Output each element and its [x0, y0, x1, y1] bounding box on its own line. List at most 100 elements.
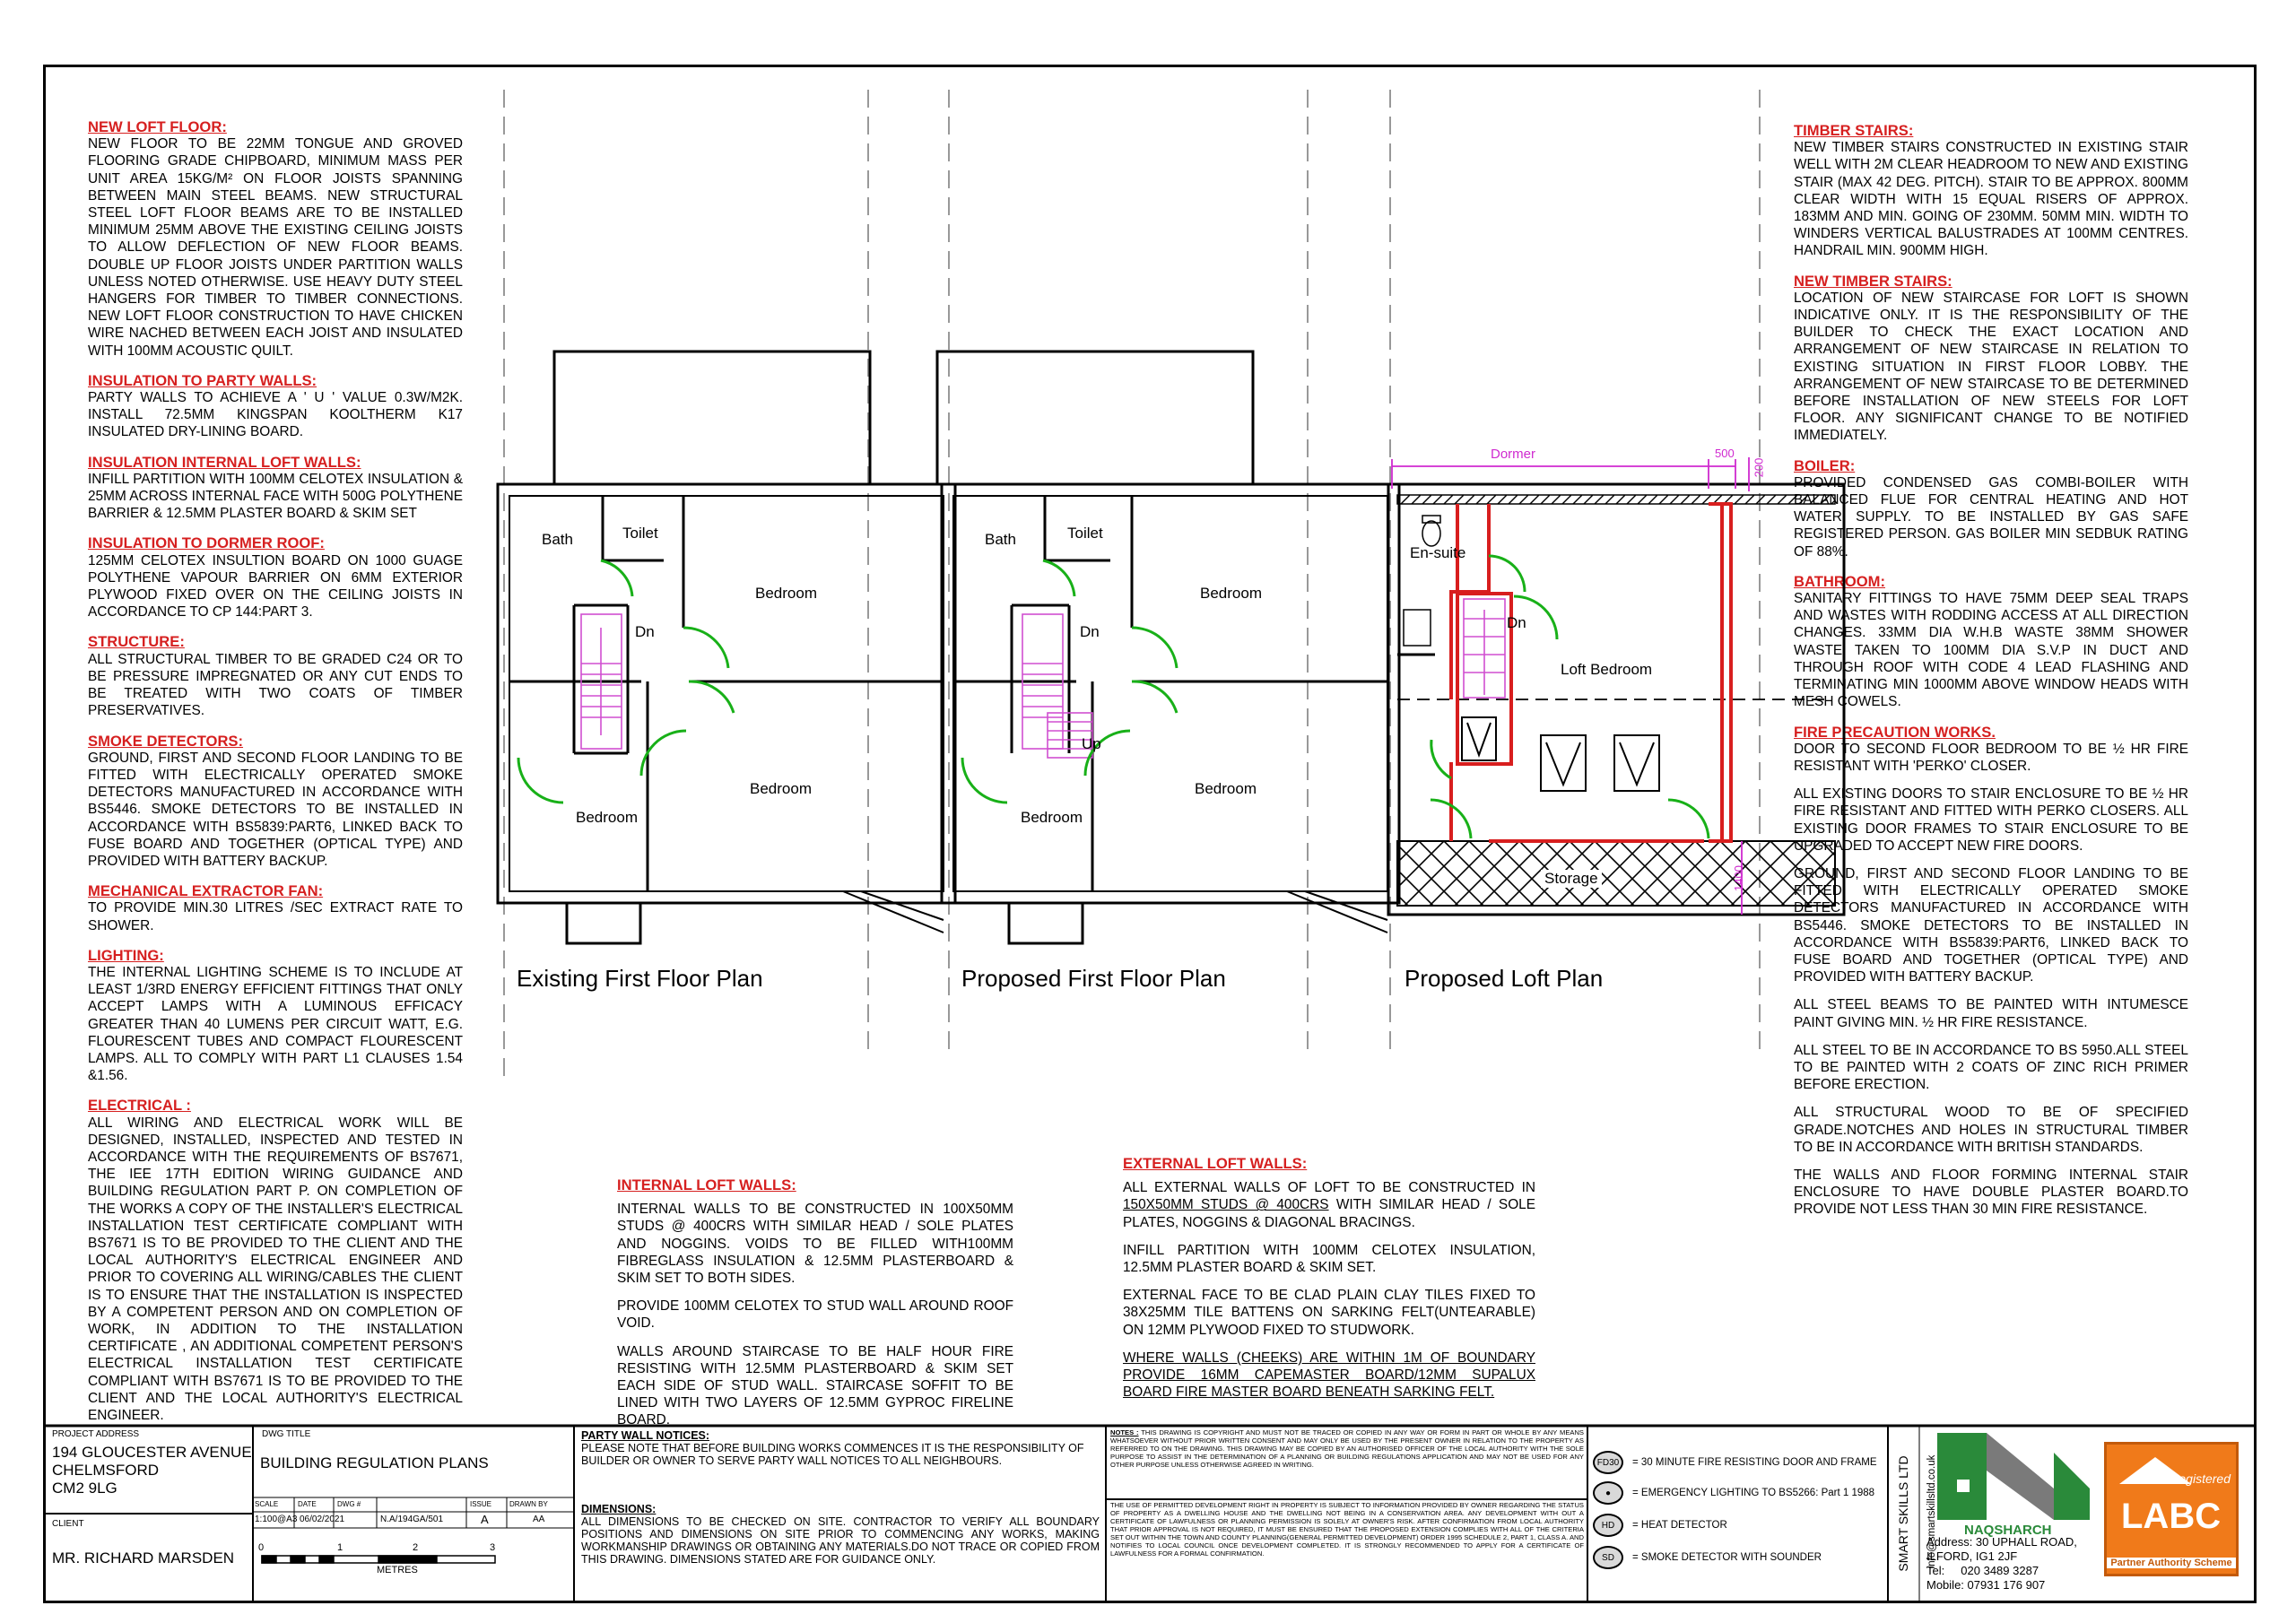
legend-heat-label: = HEAT DETECTOR: [1632, 1520, 1727, 1531]
proposed-inner-wall: [952, 495, 1388, 892]
right-note-paragraph: ALL EXISTING DOORS TO STAIR ENCLOSURE TO…: [1794, 786, 2188, 854]
right-note-block: FIRE PRECAUTION WORKS.DOOR TO SECOND FLO…: [1794, 724, 2188, 1219]
loft-storage-label: Storage: [1541, 870, 1602, 888]
contact-address-1: Address: 30 UPHALL ROAD,: [1926, 1535, 2077, 1549]
proposed-bedroom-2-label: Bedroom: [1195, 780, 1257, 797]
scale-bar-1: 1: [337, 1542, 344, 1553]
left-note-block: STRUCTURE:ALL STRUCTURAL TIMBER TO BE GR…: [88, 633, 463, 719]
proposed-stairs: [1022, 613, 1093, 759]
project-address-label: PROJECT ADDRESS: [52, 1429, 140, 1439]
right-note-paragraph: GROUND, FIRST AND SECOND FLOOR LANDING T…: [1794, 865, 2188, 985]
client-name: MR. RICHARD MARSDEN: [52, 1549, 235, 1567]
left-note-heading: LIGHTING:: [88, 946, 164, 964]
existing-bedroom-3-label: Bedroom: [576, 809, 638, 826]
labc-sub: Partner Authority Scheme: [2107, 1558, 2236, 1568]
proposed-first-floor-plan: [935, 350, 1401, 945]
loft-ensuite-label: En-suite: [1410, 544, 1466, 561]
proposed-bath-label: Bath: [985, 531, 1016, 548]
right-note-block: BOILER:PROVIDED CONDENSED GAS COMBI-BOIL…: [1794, 457, 2188, 560]
contact-mobile: Mobile: 07931 176 907: [1926, 1578, 2046, 1592]
legend-fd30: FD30 = 30 MINUTE FIRE RESISTING DOOR AND…: [1593, 1451, 1877, 1474]
right-note-paragraph: DOOR TO SECOND FLOOR BEDROOM TO BE ½ HR …: [1794, 741, 2188, 774]
left-note-paragraph: INFILL PARTITION WITH 100mm CELOTEX INSU…: [88, 471, 463, 522]
right-note-block: NEW TIMBER STAIRS:LOCATION OF NEW STAIRC…: [1794, 273, 2188, 445]
scale-value: 1:100@A3: [255, 1515, 298, 1524]
loft-doors: [1430, 554, 1710, 839]
hdr-date: DATE: [298, 1500, 317, 1508]
hdr-dwg: DWG #: [337, 1500, 361, 1508]
emergency-light-icon: ●: [1593, 1481, 1623, 1505]
left-note-block: SMOKE DETECTORS:GROUND, FIRST AND SECOND…: [88, 733, 463, 871]
dwg-number: N.A/194GA/501: [380, 1515, 444, 1524]
right-note-paragraph: THE WALLS AND FLOOR FORMING INTERNAL STA…: [1794, 1167, 2188, 1218]
internal-loft-walls-notes: INTERNAL LOFT WALLS:INTERNAL WALLS TO BE…: [617, 1176, 1013, 1440]
loft-1400-dim: 1400: [1731, 865, 1745, 891]
internal-loft-walls-heading: INTERNAL LOFT WALLS:: [617, 1176, 796, 1193]
proposed-up-label: Up: [1082, 735, 1101, 752]
left-note-paragraph: TO PROVIDE MIN.30 LITRES /SEC EXTRACT RA…: [88, 900, 463, 933]
right-note-paragraph: ALL STEEL BEAMS TO BE PAINTED WITH INTUM…: [1794, 997, 2188, 1030]
proposed-plan-title: Proposed First Floor Plan: [961, 965, 1226, 992]
dimensions-notes: DIMENSIONS: ALL DIMENSIONS TO BE CHECKED…: [581, 1503, 1100, 1566]
project-address-1: 194 GLOUCESTER AVENUE: [52, 1444, 252, 1461]
loft-rear-hatch: [1396, 494, 1836, 505]
left-notes-column: NEW LOFT FLOOR:NEW FLOOR TO BE 22mm TONG…: [88, 118, 463, 1436]
left-note-paragraph: GROUND, FIRST AND SECOND FLOOR LANDING T…: [88, 750, 463, 869]
project-address-3: CM2 9LG: [52, 1480, 117, 1497]
right-note-heading: TIMBER STAIRS:: [1794, 122, 1914, 139]
date-value: 06/02/2021: [300, 1515, 345, 1524]
external-p3: EXTERNAL FACE TO BE CLAD PLAIN CLAY TILE…: [1123, 1288, 1535, 1338]
left-note-block: MECHANICAL EXTRACTOR FAN:TO PROVIDE MIN.…: [88, 882, 463, 934]
right-notes-column: TIMBER STAIRS:NEW TIMBER STAIRS CONSTRUC…: [1794, 122, 2188, 1231]
notes-text: THIS DRAWING IS COPYRIGHT AND MUST NOT B…: [1110, 1428, 1584, 1469]
internal-loft-walls-paragraph: PROVIDE 100mm CELOTEX TO STUD WALL AROUN…: [617, 1298, 1013, 1332]
existing-rear-roof: [552, 350, 872, 486]
left-note-paragraph: PARTY WALLS TO ACHIEVE A ' U ' VALUE 0.3…: [88, 390, 463, 440]
left-note-block: INSULATION INTERNAL LOFT WALLS:INFILL PA…: [88, 454, 463, 523]
proposed-rear-roof: [935, 350, 1255, 486]
external-p2: INFILL PARTITION WITH 100mm CELOTEX INSU…: [1123, 1242, 1535, 1276]
left-note-heading: SMOKE DETECTORS:: [88, 732, 244, 750]
naqsharch-brand: NAQSHARCH: [1964, 1523, 2052, 1538]
legend-smoke-label: = SMOKE DETECTOR WITH SOUNDER: [1632, 1552, 1822, 1563]
right-note-heading: NEW TIMBER STAIRS:: [1794, 272, 1952, 290]
smoke-detector-icon: SD: [1593, 1546, 1623, 1569]
external-loft-walls-notes: EXTERNAL LOFT WALLS: ALL EXTERNAL WALLS …: [1123, 1155, 1535, 1411]
right-note-block: BATHROOM:SANITARY FITTINGS TO HAVE 75MM …: [1794, 573, 2188, 711]
existing-inner-wall: [509, 495, 944, 892]
loft-dormer-dim: Dormer: [1491, 447, 1536, 462]
proposed-dn-label: Dn: [1080, 623, 1100, 640]
left-note-block: INSULATION TO DORMER ROOF:125mm CELOTEX …: [88, 534, 463, 621]
issue-value: A: [481, 1513, 489, 1526]
heat-detector-icon: HD: [1593, 1514, 1623, 1537]
loft-sanitary: [1403, 515, 1441, 647]
right-note-heading: BOILER:: [1794, 456, 1856, 474]
external-p1-pre: ALL EXTERNAL WALLS OF LOFT TO BE CONSTRU…: [1123, 1180, 1535, 1196]
right-note-block: TIMBER STAIRS:NEW TIMBER STAIRS CONSTRUC…: [1794, 122, 2188, 260]
left-note-block: NEW LOFT FLOOR:NEW FLOOR TO BE 22mm TONG…: [88, 118, 463, 360]
scale-bar-3: 3: [490, 1542, 496, 1553]
left-note-block: INSULATION TO PARTY WALLS:PARTY WALLS TO…: [88, 372, 463, 441]
dwg-title: BUILDING REGULATION PLANS: [260, 1454, 489, 1471]
contact-tel: Tel: 020 3489 3287: [1926, 1564, 2039, 1577]
external-p1-underlined: 150x50mm STUDS @ 400crs: [1123, 1197, 1329, 1213]
labc-roof-icon: [2119, 1457, 2191, 1484]
external-loft-walls-heading: EXTERNAL LOFT WALLS:: [1123, 1155, 1308, 1172]
loft-200-dim: 200: [1752, 457, 1766, 478]
labc-name: LABC: [2121, 1497, 2222, 1536]
party-wall-notices: PARTY WALL NOTICES: PLEASE NOTE THAT BEF…: [581, 1429, 1100, 1467]
hdr-drawn: DRAWN BY: [509, 1500, 548, 1508]
loft-red-walls: [1449, 502, 1733, 843]
party-wall-heading: PARTY WALL NOTICES:: [581, 1429, 710, 1442]
proposed-loft-plan: [1387, 482, 1846, 916]
existing-bedroom-2-label: Bedroom: [750, 780, 812, 797]
labc-registered: registered: [2174, 1471, 2231, 1486]
contact-address-2: ILFORD, IG1 2JF: [1926, 1549, 2018, 1563]
left-note-paragraph: 125mm CELOTEX INSULTION BOARD ON 1000 GU…: [88, 552, 463, 621]
notes-heading: NOTES :: [1110, 1428, 1139, 1436]
existing-doors: [517, 559, 735, 804]
left-note-heading: INSULATION TO PARTY WALLS:: [88, 371, 317, 389]
left-note-heading: ELECTRICAL :: [88, 1097, 191, 1115]
drawing-sheet: [43, 65, 2257, 1603]
right-note-paragraph: NEW TIMBER STAIRS CONSTRUCTED IN EXISTIN…: [1794, 140, 2188, 259]
